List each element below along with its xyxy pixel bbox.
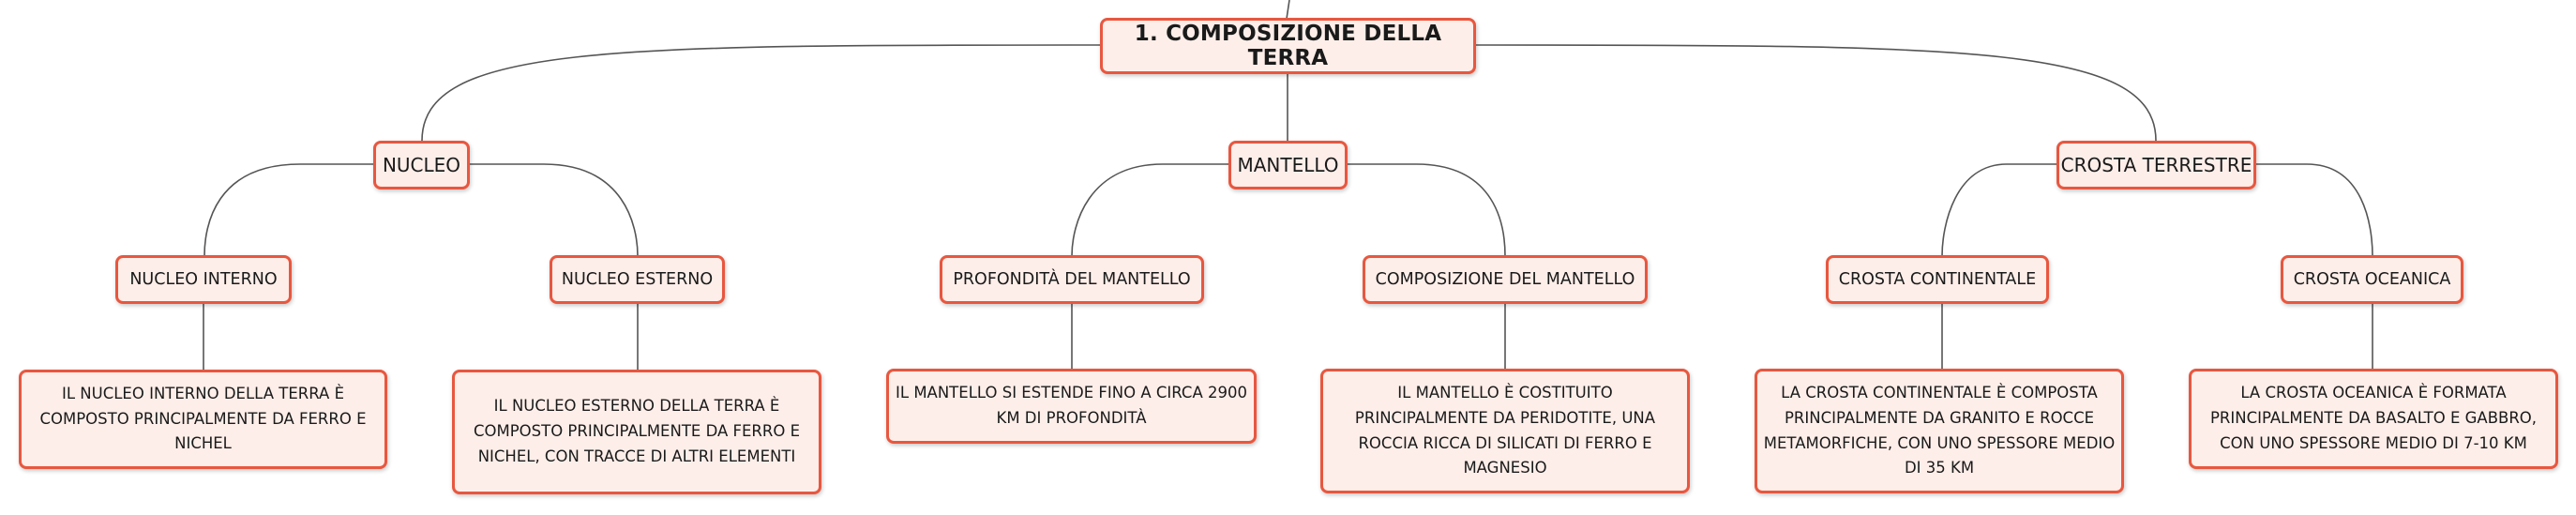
crosta-terrestre-node[interactable]: CROSTA TERRESTRE	[2056, 141, 2256, 189]
nucleo-interno-description[interactable]: IL NUCLEO INTERNO DELLA TERRA È COMPOSTO…	[19, 370, 387, 469]
profondita-mantello-node[interactable]: PROFONDITÀ DEL MANTELLO	[940, 255, 1204, 304]
composizione-mantello-node[interactable]: COMPOSIZIONE DEL MANTELLO	[1363, 255, 1648, 304]
nucleo-esterno-node[interactable]: NUCLEO ESTERNO	[550, 255, 725, 304]
nucleo-node[interactable]: NUCLEO	[373, 141, 470, 189]
crosta-oceanica-node[interactable]: CROSTA OCEANICA	[2281, 255, 2463, 304]
crosta-continentale-node[interactable]: CROSTA CONTINENTALE	[1826, 255, 2049, 304]
connector-mantello-profondita	[1071, 163, 1228, 257]
root-node[interactable]: 1. COMPOSIZIONE DELLA TERRA	[1100, 18, 1476, 74]
crosta-continentale-description[interactable]: LA CROSTA CONTINENTALE È COMPOSTA PRINCI…	[1755, 369, 2124, 493]
connector-root-crosta	[1475, 44, 2157, 142]
composizione-mantello-description[interactable]: IL MANTELLO È COSTITUITO PRINCIPALMENTE …	[1320, 369, 1690, 493]
profondita-mantello-description[interactable]: IL MANTELLO SI ESTENDE FINO A CIRCA 2900…	[886, 369, 1257, 444]
connector-mantello-composizione	[1348, 163, 1506, 257]
mantello-node[interactable]: MANTELLO	[1228, 141, 1348, 189]
connector-root-up	[1286, 0, 1290, 20]
connector-nucleo-esterno	[470, 163, 639, 257]
connector-nucleo-interno	[203, 163, 373, 257]
crosta-oceanica-description[interactable]: LA CROSTA OCEANICA È FORMATA PRINCIPALME…	[2189, 369, 2558, 469]
connector-crosta-oceanica	[2256, 163, 2373, 257]
nucleo-esterno-description[interactable]: IL NUCLEO ESTERNO DELLA TERRA È COMPOSTO…	[452, 370, 821, 494]
connector-crosta-continentale	[1941, 163, 2056, 257]
nucleo-interno-node[interactable]: NUCLEO INTERNO	[115, 255, 292, 304]
connector-root-nucleo	[421, 44, 1101, 142]
